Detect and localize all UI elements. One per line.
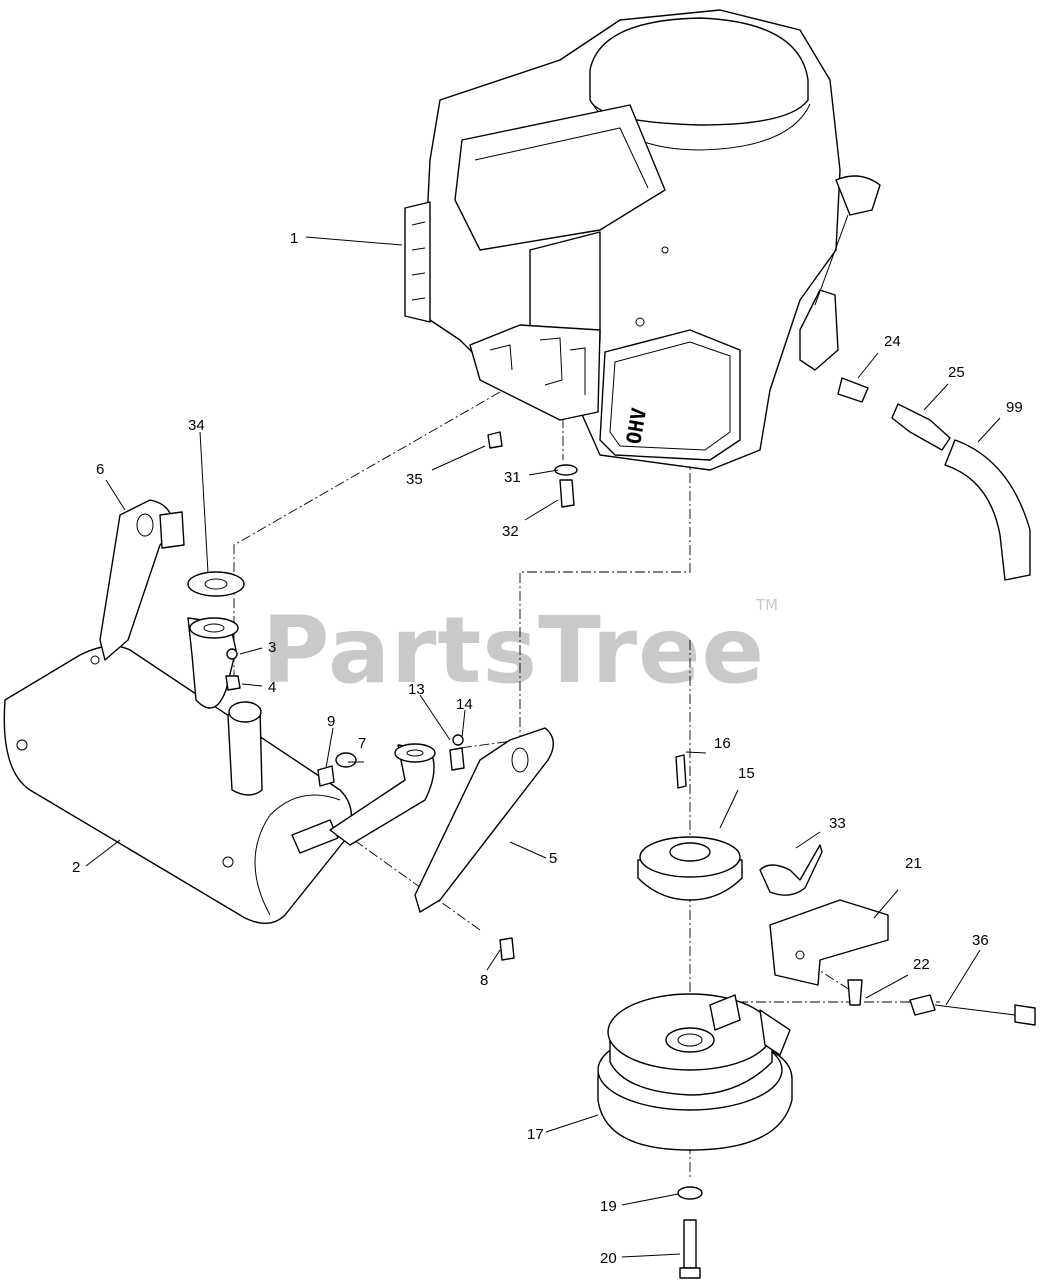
callout-34: 34 (188, 417, 205, 434)
callout-14: 14 (456, 696, 473, 713)
clutch-mounting[interactable] (759, 844, 1036, 1026)
exhaust-gasket[interactable] (187, 571, 245, 597)
callout-22: 22 (913, 956, 930, 973)
pulley[interactable] (637, 754, 743, 901)
callout-6: 6 (96, 461, 104, 478)
callout-31: 31 (504, 469, 521, 486)
callout-16: 16 (714, 735, 731, 752)
callout-13: 13 (408, 681, 425, 698)
callout-7: 7 (358, 735, 366, 752)
callout-19: 19 (600, 1198, 617, 1215)
callout-5: 5 (549, 850, 557, 867)
callout-24: 24 (884, 333, 901, 350)
callout-3: 3 (268, 639, 276, 656)
clutch-bolt[interactable] (677, 1186, 703, 1279)
exhaust-pipes[interactable] (187, 617, 436, 846)
callout-17: 17 (527, 1126, 544, 1143)
fuel-line[interactable] (837, 377, 1031, 581)
callout-1: 1 (290, 230, 298, 247)
callouts: 1 2 3 4 5 6 7 8 9 13 14 15 16 17 19 20 2… (72, 230, 1023, 1267)
callout-99: 99 (1006, 399, 1023, 416)
engine[interactable]: OHV (404, 9, 881, 471)
watermark: PartsTree TM (262, 596, 778, 704)
callout-2: 2 (72, 859, 80, 876)
callout-20: 20 (600, 1250, 617, 1267)
callout-36: 36 (972, 932, 989, 949)
watermark-brand: PartsTree (262, 597, 765, 704)
callout-21: 21 (905, 855, 922, 872)
callout-15: 15 (738, 765, 755, 782)
callout-25: 25 (948, 364, 965, 381)
watermark-trademark: TM (755, 596, 778, 614)
hardware[interactable] (225, 431, 578, 961)
leader-lines (85, 236, 1001, 1258)
callout-32: 32 (502, 523, 519, 540)
pulley-bracket[interactable] (414, 727, 554, 913)
assembly-lines (233, 391, 940, 1180)
callout-35: 35 (406, 471, 423, 488)
muffler-bracket[interactable] (99, 499, 185, 661)
muffler[interactable] (3, 645, 353, 924)
electric-clutch[interactable] (597, 993, 793, 1151)
callout-8: 8 (480, 972, 488, 989)
callout-33: 33 (829, 815, 846, 832)
callout-9: 9 (327, 713, 335, 730)
callout-4: 4 (268, 679, 276, 696)
